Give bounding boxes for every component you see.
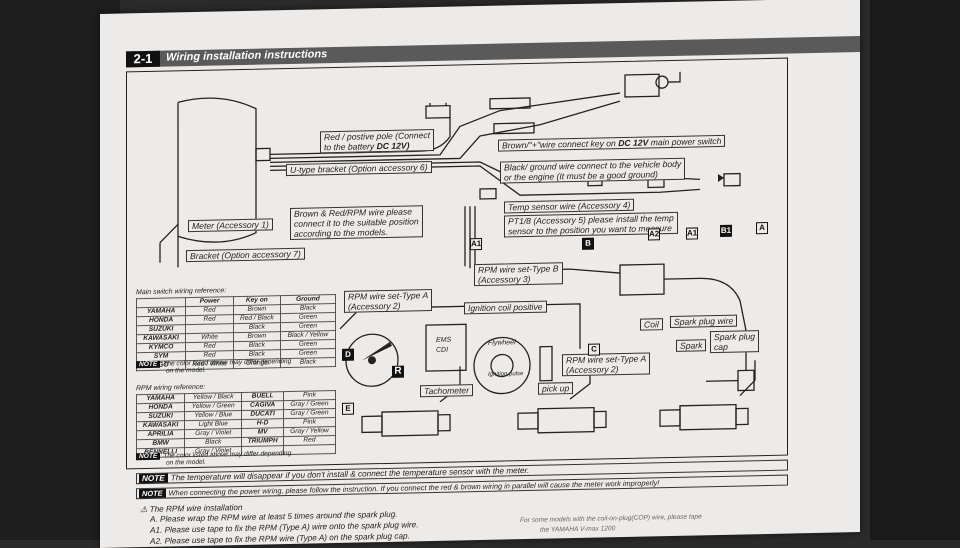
tag-a: A [756,221,768,235]
label-ignition-coil-positive: Ignition coil positive [464,300,547,315]
table-cell: Gray / Green [283,408,336,419]
background-right [870,0,960,540]
bracket-arm [159,223,179,263]
label-meter: Meter (Accessory 1) [188,218,273,233]
label-rpm-type-a: RPM wire set-Type A(Accessory 2) [344,289,433,313]
spark-plug-wire [664,277,747,371]
connector-3 [479,188,497,200]
key-switch-icon [624,73,660,98]
spark-plug-cap [737,369,755,392]
tag-e: E [342,402,354,415]
rpm-ref-caption: RPM wiring reference: [136,383,206,393]
label-tachometer: Tachometer [420,384,474,398]
label-rpm-type-a-2: RPM wire set-Type A(Accessory 2) [562,352,651,377]
tag-a1-right: A1 [686,227,698,240]
table-cell: KAWASAKI [136,333,186,344]
instruction-sheet: 2-1 Wiring installation instructions [100,0,860,548]
battery-icon [425,104,451,119]
label-spark: Spark [676,339,707,352]
label-black-ground: Black/ ground wire connect to the vehicl… [500,157,686,184]
tag-a1: A1 [470,237,482,251]
tag-b: B [582,237,594,250]
table-cell: Yellow / Green [184,401,242,412]
tach-needle [362,341,392,361]
flywheel-icon [473,336,531,395]
table-cell: Yellow / Black [184,392,242,403]
meter-connector [255,147,271,162]
label-rpm-type-b: RPM wire set-Type B(Accessory 3) [474,262,563,287]
label-spark-plug-wire: Spark plug wire [670,314,738,329]
spark-plug-variant-3 [659,360,756,431]
tag-r: R [392,365,404,378]
table-cell: TRIUMPH [241,436,284,447]
wiring-diagram [159,71,756,437]
label-ignition-pulse: Ignition pulse [488,371,524,378]
table-cell: KAWASAKI [136,420,185,431]
table-cell: Black / Yellow [280,330,336,341]
temp-sensor-icon [723,172,741,187]
tag-b1: B1 [720,224,732,237]
label-bracket: Bracket (Option accessory 7) [186,247,305,263]
ems-cdi-box [425,323,467,372]
table-cell: Red / Black [233,313,281,324]
spark-plug-variant-1 [361,366,461,437]
connector-1 [489,97,531,110]
label-coil: Coil [640,318,663,331]
table-cell: Gray / Green [283,399,336,410]
connector-2 [493,122,535,135]
label-flywheel: Flywheel [488,339,516,347]
label-pickup: pick up [538,382,574,395]
tag-d: D [342,348,354,361]
coil-icon [619,263,665,296]
meter-body [177,97,257,268]
pickup-sensor [539,345,553,382]
table-cell: Gray / Yellow [283,426,336,437]
tag-a2: A2 [648,228,660,241]
label-ems: EMS [436,336,452,344]
key-icon [655,75,669,89]
label-cdi: CDI [436,346,449,354]
tag-c: C [588,343,600,356]
